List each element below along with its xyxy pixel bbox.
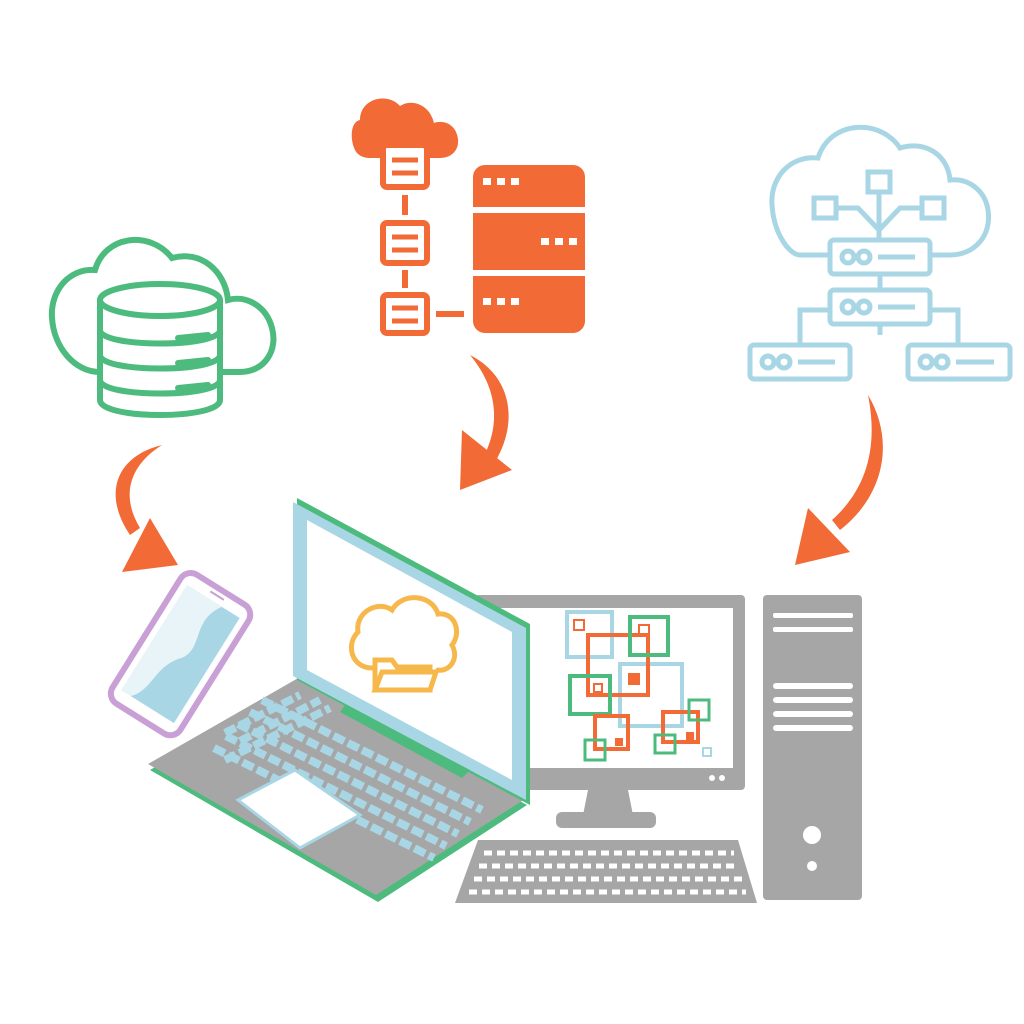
arrow-icon (115, 445, 178, 572)
cloud-folder-icon (348, 595, 459, 693)
cloud-server-network-icon (351, 98, 585, 336)
keyboard-icon (455, 840, 757, 903)
arrows-group (115, 355, 883, 572)
arrow-icon (795, 395, 883, 565)
cloud-hierarchy-icon (747, 124, 1013, 382)
pc-tower-icon (763, 595, 862, 900)
server-rack-icon (473, 165, 585, 333)
cloud-database-icon (48, 236, 277, 418)
smartphone-icon (107, 570, 254, 739)
trackpad (235, 768, 363, 850)
screen-pattern (565, 610, 712, 762)
arrow-icon (460, 355, 512, 490)
laptop-icon (148, 498, 530, 902)
